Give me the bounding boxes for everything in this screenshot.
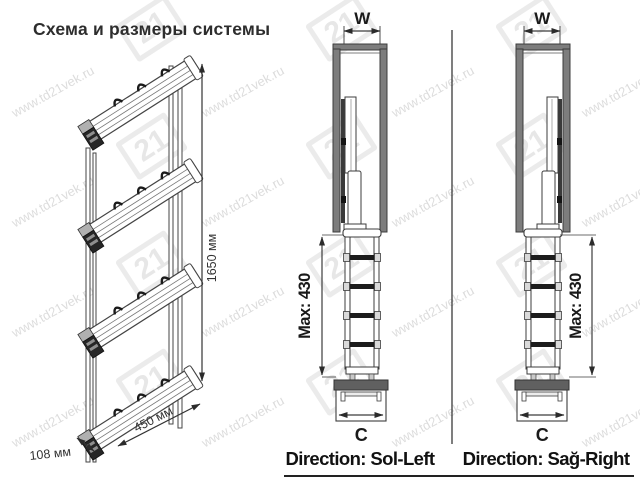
- front-view-right: W: [514, 9, 596, 445]
- dim-depth-108: 108 мм: [29, 437, 95, 463]
- left-ladder: [342, 228, 382, 381]
- front-view-left: W: [296, 9, 389, 445]
- left-slide-rail: [341, 96, 367, 232]
- right-slide-rail: [536, 96, 562, 232]
- left-cabinet: [332, 43, 388, 233]
- iso-shelf-1: [77, 55, 204, 151]
- left-dim-w: W: [343, 9, 381, 47]
- right-dim-w: W: [523, 9, 561, 47]
- left-c-label: C: [355, 425, 368, 445]
- iso-shelf-2: [77, 158, 204, 254]
- dim-height-label: 1650 мм: [205, 234, 219, 282]
- left-dim-c: C: [338, 412, 384, 445]
- right-cabinet: [515, 43, 571, 233]
- right-dim-max430: Max: 430: [560, 234, 596, 378]
- left-dim-max430: Max: 430: [296, 234, 343, 378]
- left-w-label: W: [354, 9, 371, 28]
- direction-right-label: Direction: Sağ-Right: [462, 448, 630, 469]
- right-max430-label: Max: 430: [567, 273, 585, 339]
- iso-drawing: 1650 мм 450 мм 108 мм: [29, 55, 219, 463]
- dim-depth-label: 108 мм: [29, 445, 72, 463]
- right-ladder-crossbars: [524, 253, 562, 349]
- dim-height-1650: 1650 мм: [199, 63, 219, 382]
- left-max430-label: Max: 430: [296, 273, 314, 339]
- right-c-label: C: [536, 425, 549, 445]
- left-ladder-crossbars: [343, 253, 381, 349]
- right-ladder: [523, 228, 563, 381]
- right-w-label: W: [534, 9, 551, 28]
- iso-shelf-3: [77, 263, 204, 359]
- direction-left-label: Direction: Sol-Left: [285, 448, 436, 469]
- right-dim-c: C: [519, 412, 565, 445]
- page-title: Схема и размеры системы: [33, 19, 271, 39]
